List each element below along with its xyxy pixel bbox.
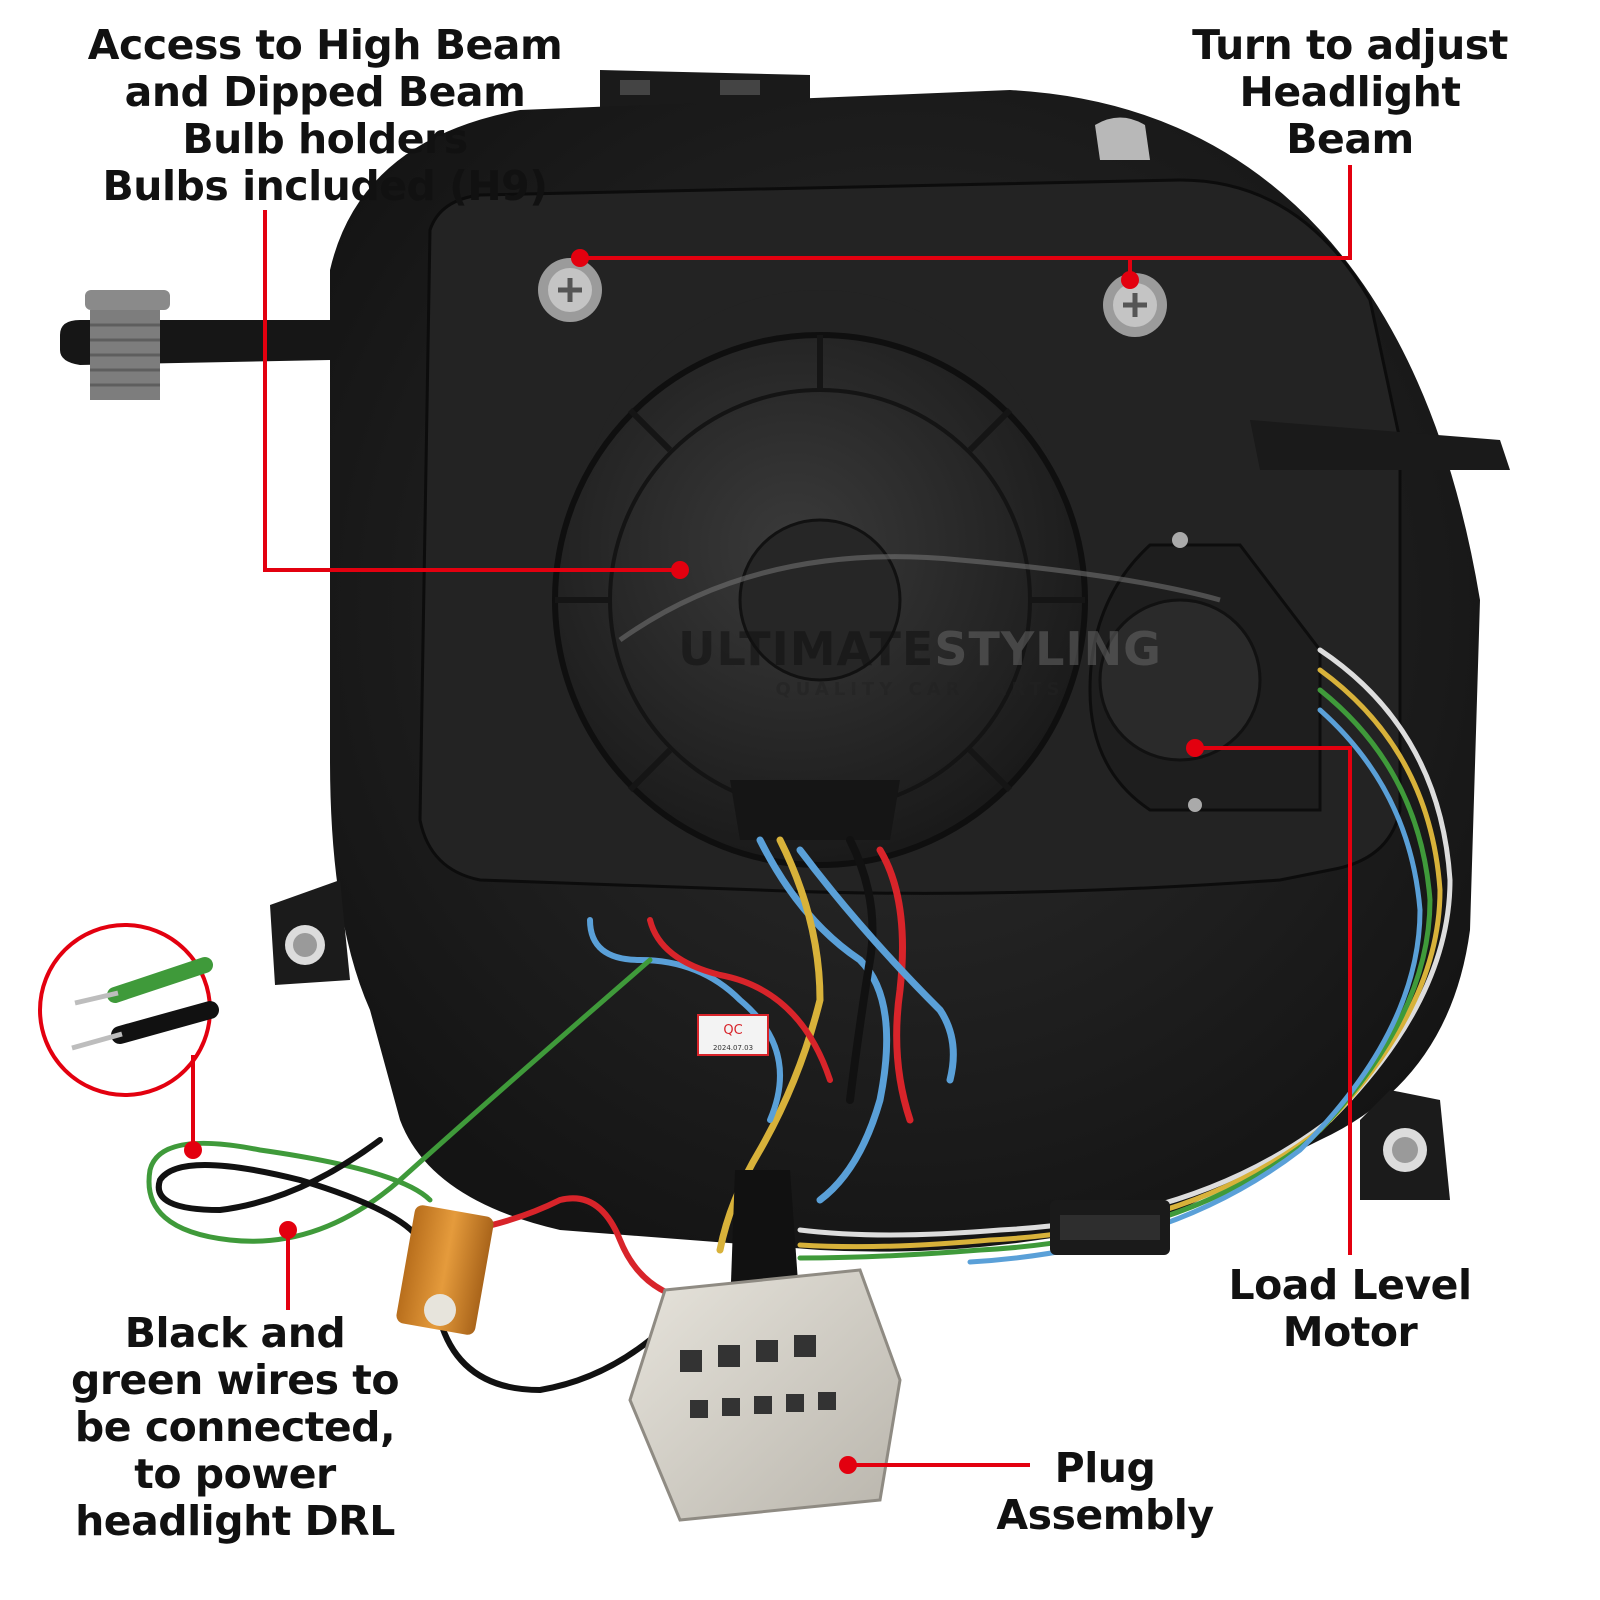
watermark: ULTIMATESTYLING QUALITY CAR PARTS bbox=[618, 554, 1221, 700]
callout-plug-assembly-line2: Assembly bbox=[996, 1491, 1214, 1539]
callout-adjust-beam-line3: Beam bbox=[1286, 115, 1414, 163]
callout-drl-wires-line1: Black and bbox=[124, 1309, 346, 1357]
callout-leaders bbox=[191, 165, 1352, 1467]
callout-bulb-holders-line1: Access to High Beam bbox=[87, 21, 563, 69]
qc-sticker: QC 2024.07.03 bbox=[697, 1014, 769, 1056]
load-resistor bbox=[396, 1205, 494, 1335]
callout-load-level-line2: Motor bbox=[1282, 1308, 1418, 1356]
watermark-brand: ULTIMATESTYLING bbox=[678, 622, 1162, 676]
callout-drl-wires-line5: headlight DRL bbox=[75, 1497, 395, 1545]
callout-drl-wires-line3: be connected, bbox=[74, 1403, 396, 1451]
adjuster-screw-right bbox=[1103, 273, 1167, 337]
qc-sticker-date: 2024.07.03 bbox=[713, 1044, 753, 1052]
top-clip bbox=[600, 70, 810, 110]
leader-adjust-beam bbox=[580, 165, 1352, 260]
callout-adjust-beam-line2: Headlight bbox=[1239, 68, 1461, 116]
callout-load-level: Load Level Motor bbox=[1195, 1262, 1505, 1356]
callout-drl-wires: Black and green wires to be connected, t… bbox=[20, 1310, 450, 1545]
callout-dots bbox=[184, 249, 1204, 1474]
leader-load-level bbox=[1195, 746, 1352, 1255]
callout-plug-assembly: Plug Assembly bbox=[960, 1445, 1250, 1539]
metal-clip bbox=[1095, 117, 1150, 160]
adjuster-screw-left bbox=[538, 258, 602, 322]
callout-plug-assembly-line1: Plug bbox=[1054, 1444, 1156, 1492]
callout-drl-wires-line2: green wires to bbox=[70, 1356, 400, 1404]
watermark-brand-right: STYLING bbox=[934, 622, 1162, 676]
callout-bulb-holders-line3: Bulb holders bbox=[182, 115, 468, 163]
qc-sticker-label: QC bbox=[723, 1023, 742, 1038]
callout-bulb-holders-line2: and Dipped Beam bbox=[124, 68, 526, 116]
callout-bulb-holders: Access to High Beam and Dipped Beam Bulb… bbox=[20, 22, 630, 210]
inline-connector bbox=[1050, 1200, 1170, 1255]
callout-adjust-beam-line1: Turn to adjust bbox=[1192, 21, 1508, 69]
bulb-holder-cap bbox=[552, 290, 1088, 868]
callout-load-level-line1: Load Level bbox=[1228, 1261, 1472, 1309]
callout-adjust-beam: Turn to adjust Headlight Beam bbox=[1150, 22, 1550, 163]
load-level-motor bbox=[1088, 532, 1322, 812]
mounting-bolt bbox=[85, 290, 170, 400]
wire-ends-inset bbox=[38, 923, 219, 1097]
callout-bulb-holders-line4: Bulbs included (H9) bbox=[102, 162, 548, 210]
cable-boot bbox=[730, 1170, 800, 1310]
plug-assembly bbox=[628, 1268, 902, 1522]
callout-drl-wires-line4: to power bbox=[134, 1450, 336, 1498]
leader-bulb-holders bbox=[263, 210, 680, 572]
watermark-brand-left: ULTIMATE bbox=[678, 622, 934, 676]
watermark-tagline: QUALITY CAR PARTS bbox=[775, 679, 1064, 700]
